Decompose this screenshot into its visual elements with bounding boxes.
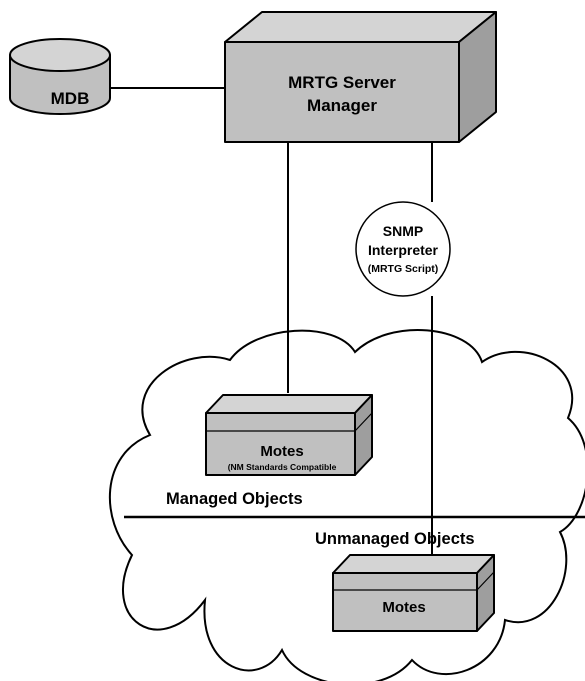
mrtg-server-label-line2: Manager	[307, 96, 377, 115]
managed-motes-label: Motes	[260, 443, 303, 460]
snmp-interpreter-ellipse	[355, 201, 451, 297]
snmp-label-line3: (MRTG Script)	[368, 263, 439, 275]
mrtg-server-label-line1: MRTG Server	[288, 73, 396, 92]
unmanaged-motes-label: Motes	[382, 599, 425, 616]
snmp-label-line1: SNMP	[383, 223, 423, 239]
managed-objects-label: Managed Objects	[166, 490, 303, 508]
mrtg-server-box	[224, 11, 497, 143]
managed-motes-sublabel: (NM Standards Compatible	[228, 462, 337, 472]
unmanaged-motes-box	[332, 554, 495, 632]
unmanaged-objects-label: Unmanaged Objects	[315, 530, 475, 548]
managed-motes-box	[205, 394, 373, 476]
snmp-label-line2: Interpreter	[368, 242, 439, 258]
mdb-database-icon	[9, 38, 111, 115]
mdb-label: MDB	[51, 89, 90, 108]
